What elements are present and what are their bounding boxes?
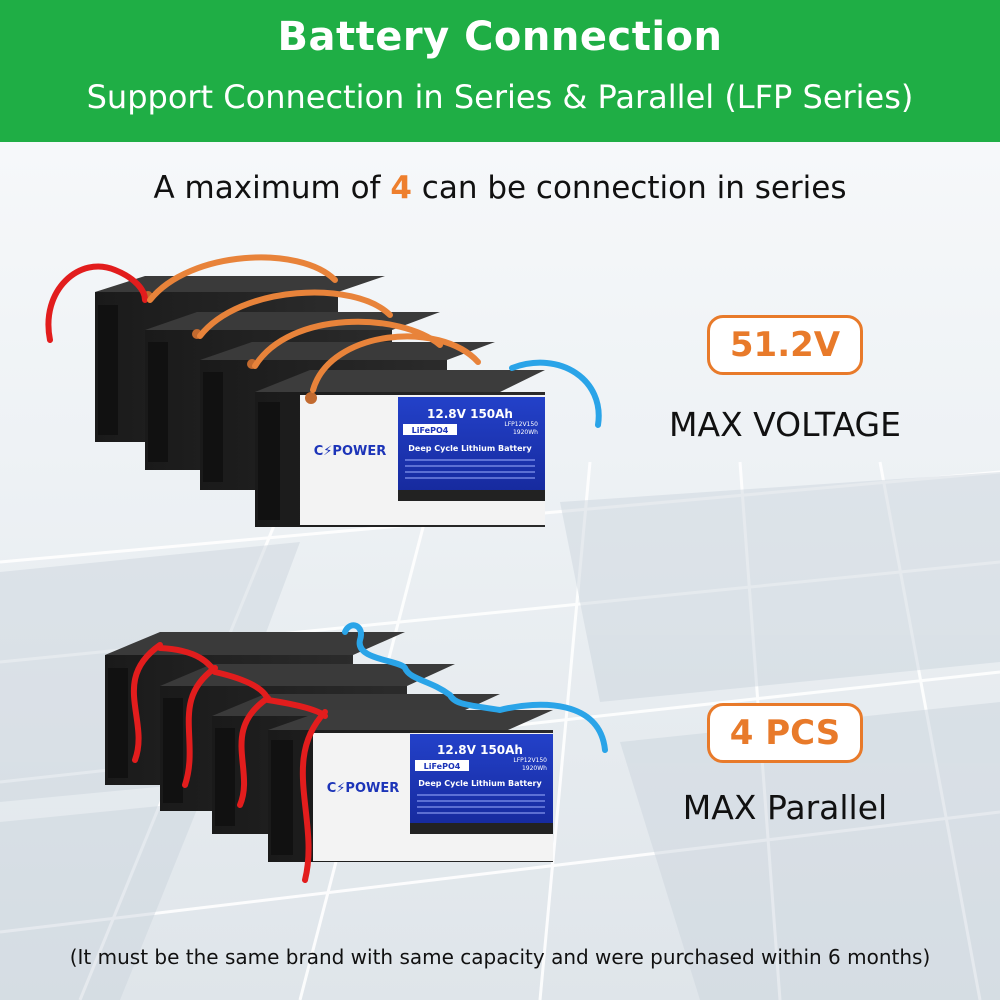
max-voltage-label: MAX VOLTAGE <box>669 405 901 444</box>
series-label-spec: 12.8V 150Ah <box>427 407 513 421</box>
max-parallel-badge: 4 PCS <box>707 703 863 763</box>
parallel-label-desc: Deep Cycle Lithium Battery <box>418 779 542 788</box>
max-parallel-label: MAX Parallel <box>682 788 888 827</box>
parallel-battery-4: 12.8V 150Ah LiFePO4 LFP12V150 1920Wh Dee… <box>268 710 553 862</box>
series-label-chem: LiFePO4 <box>412 426 449 435</box>
series-orange-cable-1 <box>147 254 338 303</box>
series-brand-logo: C⚡POWER <box>314 444 386 459</box>
parallel-label-chem: LiFePO4 <box>424 762 461 771</box>
series-blue-cable <box>509 359 602 428</box>
series-caption-number: 4 <box>390 170 412 206</box>
page-subtitle: Support Connection in Series & Parallel … <box>86 78 914 116</box>
series-orange-cable-4 <box>310 333 481 393</box>
parallel-brand-logo: C⚡POWER <box>327 781 399 796</box>
parallel-red-cables <box>130 642 328 883</box>
series-orange-cable-2 <box>197 289 393 339</box>
max-voltage-badge: 51.2V <box>707 315 863 375</box>
footnote: (It must be the same brand with same cap… <box>69 945 931 969</box>
series-caption-prefix: A maximum of <box>153 170 391 206</box>
series-label-energy: 1920Wh <box>513 429 538 436</box>
parallel-blue-cables <box>342 622 608 753</box>
series-label-model: LFP12V150 <box>504 421 538 428</box>
header-banner: Battery Connection Support Connection in… <box>0 0 1000 142</box>
series-caption-suffix: can be connection in series <box>411 170 847 206</box>
series-orange-cable-3 <box>252 318 443 369</box>
series-red-cable <box>45 263 148 343</box>
series-caption: A maximum of 4 can be connection in seri… <box>0 170 1000 206</box>
series-label-desc: Deep Cycle Lithium Battery <box>408 444 532 453</box>
series-battery-group: 12.8V 150Ah LiFePO4 LFP12V150 1920Wh Dee… <box>45 254 602 527</box>
page-title: Battery Connection <box>277 14 723 60</box>
parallel-label-model: LFP12V150 <box>513 757 547 764</box>
parallel-label-energy: 1920Wh <box>522 765 547 772</box>
parallel-battery-group: 12.8V 150Ah LiFePO4 LFP12V150 1920Wh Dee… <box>105 622 608 883</box>
parallel-label-spec: 12.8V 150Ah <box>437 743 523 757</box>
parallel-red-jumpers <box>157 645 328 719</box>
series-battery-4: 12.8V 150Ah LiFePO4 LFP12V150 1920Wh Dee… <box>255 370 545 527</box>
